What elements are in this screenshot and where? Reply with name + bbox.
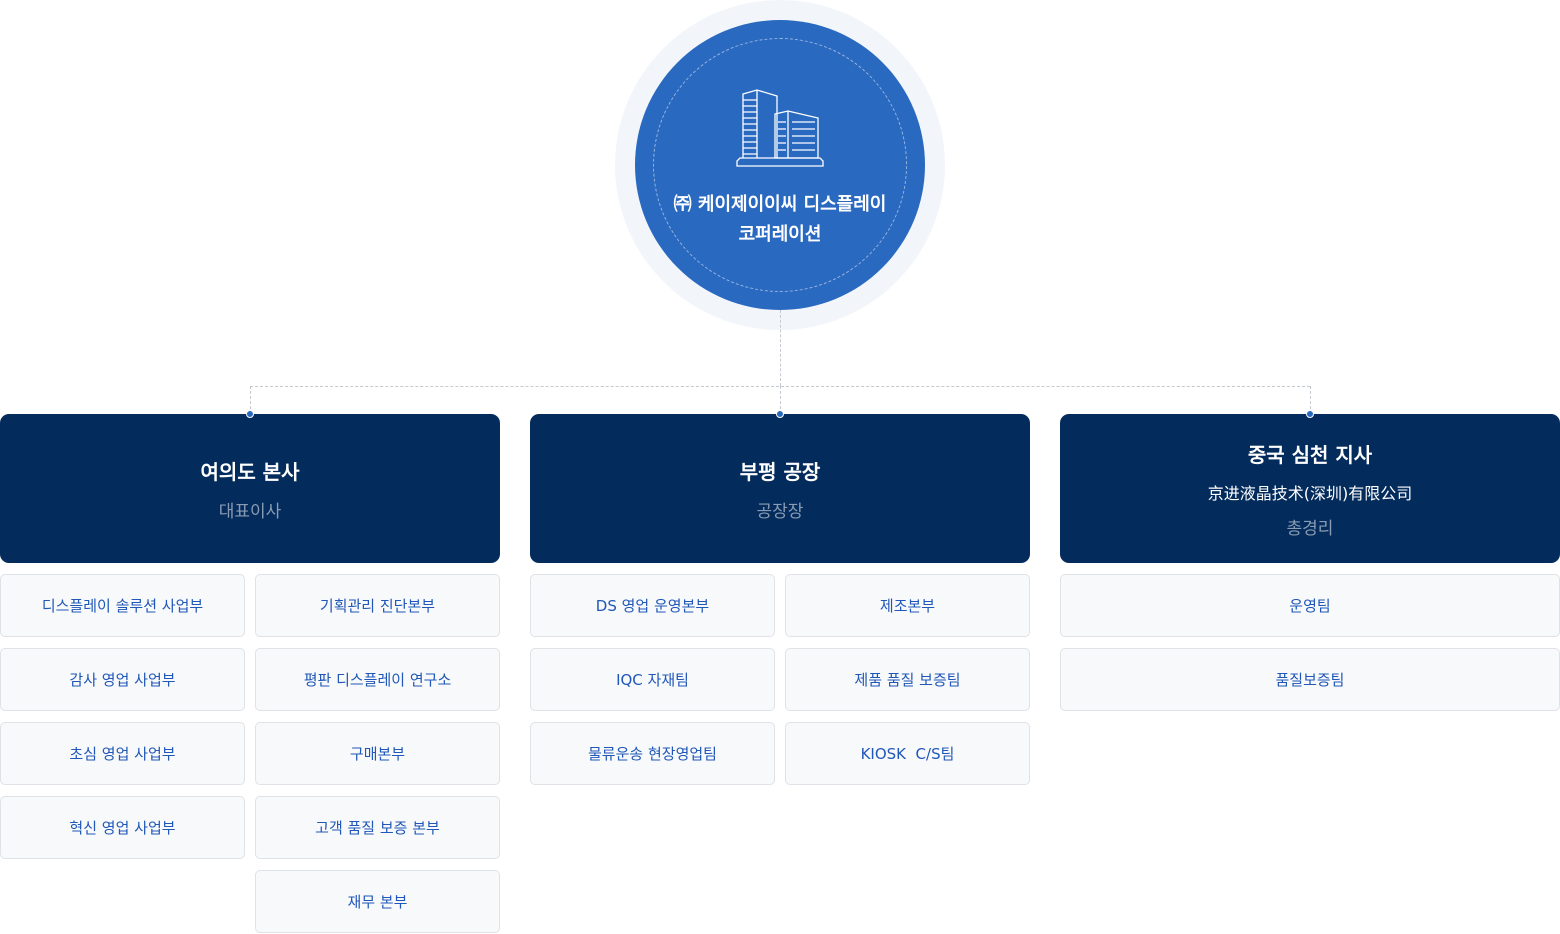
unit-item[interactable]: KIOSK C/S팀 <box>785 722 1030 785</box>
connector-dot <box>776 410 784 418</box>
unit-item[interactable]: DS 영업 운영본부 <box>530 574 775 637</box>
unit-item[interactable]: 기획관리 진단본부 <box>255 574 500 637</box>
connector-dot <box>1306 410 1314 418</box>
unit-item[interactable]: 구매본부 <box>255 722 500 785</box>
unit-item[interactable]: 물류운송 현장영업팀 <box>530 722 775 785</box>
connector <box>780 386 781 414</box>
unit-item[interactable]: 재무 본부 <box>255 870 500 933</box>
branch-header-yeouido: 여의도 본사 대표이사 <box>0 414 500 563</box>
unit-item[interactable]: 고객 품질 보증 본부 <box>255 796 500 859</box>
branch-name: 여의도 본사 <box>200 459 300 484</box>
unit-item[interactable]: 초심 영업 사업부 <box>0 722 245 785</box>
branch-subtitle: 京进液晶技术(深圳)有限公司 <box>1207 483 1413 503</box>
unit-item[interactable]: 품질보증팀 <box>1060 648 1560 711</box>
connector <box>250 386 251 414</box>
root-circle-ring <box>653 38 907 292</box>
building-icon <box>736 89 824 167</box>
branch-role: 공장장 <box>756 501 804 522</box>
connector <box>1310 386 1311 414</box>
unit-item[interactable]: 제조본부 <box>785 574 1030 637</box>
connector-dot <box>246 410 254 418</box>
connector <box>780 310 781 386</box>
branch-role: 총경리 <box>1286 518 1334 539</box>
unit-item[interactable]: 혁신 영업 사업부 <box>0 796 245 859</box>
unit-item[interactable]: 제품 품질 보증팀 <box>785 648 1030 711</box>
unit-item[interactable]: 감사 영업 사업부 <box>0 648 245 711</box>
unit-item[interactable]: 평판 디스플레이 연구소 <box>255 648 500 711</box>
unit-item[interactable]: IQC 자재팀 <box>530 648 775 711</box>
branch-role: 대표이사 <box>218 501 282 522</box>
branch-header-bupyeong: 부평 공장 공장장 <box>530 414 1030 563</box>
branch-name: 부평 공장 <box>739 459 821 484</box>
unit-item[interactable]: 운영팀 <box>1060 574 1560 637</box>
branch-name: 중국 심천 지사 <box>1247 442 1373 467</box>
branch-header-shenzhen: 중국 심천 지사 京进液晶技术(深圳)有限公司 총경리 <box>1060 414 1560 563</box>
unit-item[interactable]: 디스플레이 솔루션 사업부 <box>0 574 245 637</box>
